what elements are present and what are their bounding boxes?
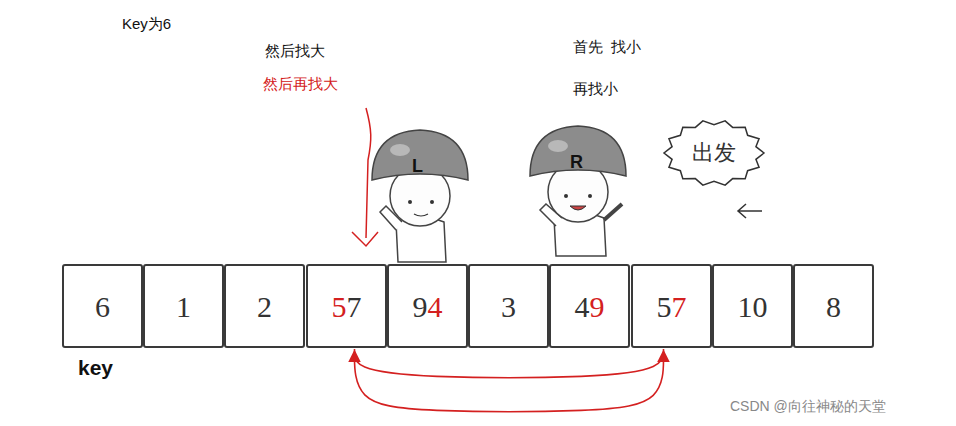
cell-value: 5 [657, 290, 672, 323]
cell-value: 1 [176, 290, 191, 323]
array-cell: 57 [631, 264, 712, 348]
array-cell: 10 [712, 264, 793, 348]
swap-mark: 4 [428, 290, 443, 323]
note-text: 再找小 [573, 80, 618, 97]
swap-mark: 9 [590, 290, 605, 323]
swap-arrow [355, 349, 664, 378]
cell-value: 6 [95, 290, 110, 323]
swap-mark: 5 [332, 290, 347, 323]
cell-value: 2 [257, 290, 272, 323]
soldier-R [530, 126, 626, 256]
swap-arrow [355, 349, 664, 412]
array-cell: 1 [143, 264, 224, 348]
leader-arrowhead [352, 232, 378, 246]
array-cell: 57 [306, 264, 387, 348]
note-text: 然后找大 [265, 42, 325, 59]
note-text: Key为6 [122, 15, 171, 32]
cell-value: 9 [413, 290, 428, 323]
bubble-text: 出发 [692, 141, 736, 165]
cell-value: 4 [575, 290, 590, 323]
speech-bubble: 出发 [662, 118, 766, 188]
cell-value: 10 [738, 290, 768, 323]
array-cell: 6 [62, 264, 143, 348]
cell-value: 3 [501, 290, 516, 323]
array-cell: 8 [793, 264, 874, 348]
note-text: key [78, 356, 113, 380]
direction-arrow [738, 204, 762, 218]
helmet-letter: R [570, 152, 583, 173]
swap-mark: 7 [672, 290, 687, 323]
soldier-L [372, 130, 468, 262]
note-text: 然后再找大 [263, 75, 338, 92]
helmet-letter: L [412, 156, 423, 177]
cell-value: 7 [347, 290, 362, 323]
array-cell: 2 [224, 264, 305, 348]
array-cell: 3 [468, 264, 549, 348]
leader-line [366, 108, 371, 238]
watermark: CSDN @向往神秘的天堂 [730, 398, 886, 414]
array-cell: 49 [549, 264, 630, 348]
cell-value: 8 [826, 290, 841, 323]
note-text: 首先 找小 [573, 38, 641, 55]
array-cell: 94 [387, 264, 468, 348]
